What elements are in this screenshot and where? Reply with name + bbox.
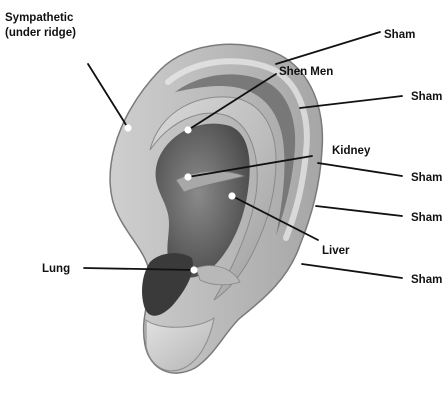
label-liver: Liver [322,245,350,257]
label-kidney: Kidney [332,145,371,157]
ear-illustration [110,44,322,373]
leader-sympathetic [88,64,128,128]
label-sham-1: Sham [384,29,415,41]
label-sympathetic-line2: (under ridge) [5,27,76,39]
label-sympathetic-line1: Sympathetic [5,12,74,24]
label-sham-2: Sham [411,91,442,103]
label-sham-5: Sham [411,274,442,286]
point-lung [190,266,197,273]
label-lung: Lung [42,263,70,275]
label-sham-3: Sham [411,172,442,184]
leader-sham-5 [302,264,402,278]
label-shen-men: Shen Men [279,66,333,78]
point-sympathetic [124,124,131,131]
point-shen-men [184,126,191,133]
leader-sham-4 [316,206,402,216]
point-kidney [184,173,191,180]
label-sham-4: Sham [411,212,442,224]
leader-sham-3 [318,163,402,176]
leader-sham-1 [276,32,380,64]
point-liver [228,192,235,199]
